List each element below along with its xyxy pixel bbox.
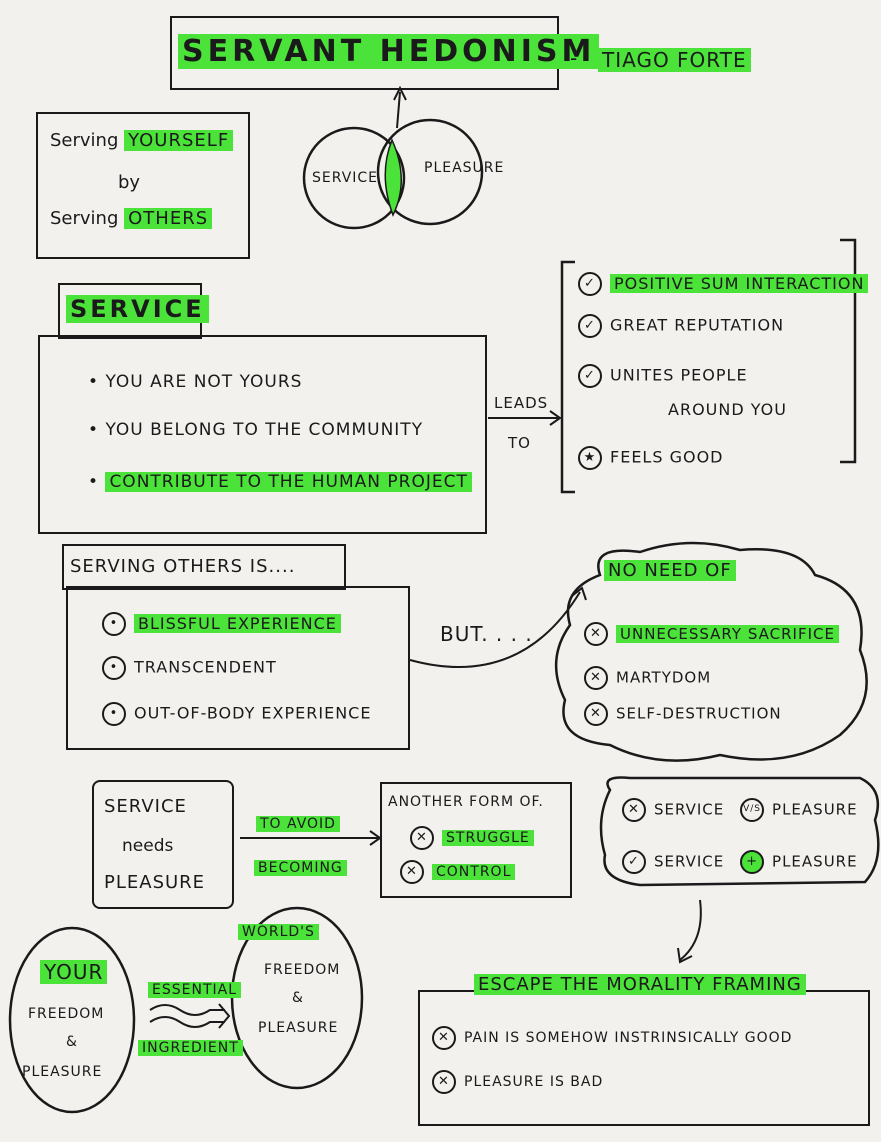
your-amp: & [66, 1034, 78, 1050]
cross-icon: ✕ [400, 860, 424, 884]
venn-circle-pleasure [376, 118, 484, 226]
service-heading: SERVICE [66, 295, 209, 323]
worlds-pleasure: PLEASURE [258, 1020, 339, 1036]
another-form-item: ✕STRUGGLE [410, 826, 534, 850]
venn-label-pleasure: PLEASURE [424, 160, 505, 176]
ingredient-label: INGREDIENT [138, 1040, 243, 1056]
check-icon: ✓ [578, 314, 602, 338]
but-label: BUT. . . . [440, 622, 533, 646]
service-bullet: • You BELONG TO THE COMMUNITY [88, 420, 424, 440]
venn-arrow [396, 91, 401, 129]
becoming-label: BECOMING [254, 860, 347, 876]
serving-others-box [66, 586, 410, 750]
cross-icon: ✕ [410, 826, 434, 850]
cross-icon: ✕ [432, 1026, 456, 1050]
outcome-item: ✓UNITES PEOPLE [578, 364, 748, 388]
escape-box [418, 990, 870, 1126]
escape-heading: ESCAPE THE MORALITY FRAMING [474, 974, 806, 995]
star-icon: ★ [578, 446, 602, 470]
serving-others-item: •BLISSFUL EXPERIENCE [102, 612, 341, 636]
to-label: TO [508, 434, 531, 452]
title-text: SERVANT HEDONISM [178, 34, 600, 69]
outcome-item: ★FEELS GOOD [578, 446, 723, 470]
others-highlight: OTHERS [124, 208, 213, 229]
cross-icon: ✕ [432, 1070, 456, 1094]
no-need-heading: NO NEED OF [604, 560, 736, 581]
yourself-highlight: YOURSELF [124, 130, 234, 151]
author: TIAGO FORTE [598, 48, 751, 72]
dot-icon: • [102, 612, 126, 636]
check-icon: ✓ [578, 272, 602, 296]
another-form-heading: ANOTHER FORM OF. [388, 794, 544, 810]
your-freedom: FREEDOM [28, 1006, 105, 1022]
outcome-item-continued: AROUND YOU [668, 400, 787, 419]
no-need-cloud [554, 541, 868, 762]
cross-icon: ✕ [584, 622, 608, 646]
escape-item: ✕PAIN IS SOMEHOW INSTRINSICALLY GOOD [432, 1026, 792, 1050]
another-form-item: ✕CONTROL [400, 860, 516, 884]
definition-box [36, 112, 250, 259]
outcome-item: ✓POSITIVE SUM INTERACTION [578, 272, 869, 296]
service-bullet: • CONTRIBUTE TO THE HUMAN PROJECT [88, 472, 472, 492]
definition-line-3: Serving OTHERS [50, 208, 213, 229]
no-need-item: ✕SELF-DESTRUCTION [584, 702, 782, 726]
dot-icon: • [102, 702, 126, 726]
leads-label: LEADS [494, 394, 549, 412]
page-title: SERVANT HEDONISM [178, 34, 600, 69]
cross-icon: ✕ [584, 666, 608, 690]
dot-icon: • [102, 656, 126, 680]
worlds-amp: & [292, 990, 304, 1006]
needs-box [92, 780, 234, 909]
venn-circle-service [302, 126, 406, 230]
venn-overlap [384, 138, 402, 217]
avoid-label: to AVOID [256, 816, 340, 832]
cross-icon: ✕ [584, 702, 608, 726]
needs-line-1: SERVICE [104, 796, 187, 817]
definition-line-1: Serving YOURSELF [50, 130, 234, 151]
no-need-item: ✕UNNECESSARY SACRIFICE [584, 622, 839, 646]
another-form-box [380, 782, 572, 898]
your-label: YOUR [40, 960, 108, 984]
cross-icon: ✕ [622, 798, 646, 822]
plus-icon: + [740, 850, 765, 874]
serving-others-heading: SERVING OTHERS IS.... [70, 556, 296, 577]
no-need-item: ✕MARTYDOM [584, 666, 711, 690]
plus-row: ✓SERVICE +PLEASURE [622, 850, 858, 874]
service-bullet: • You ARE NOT YOURS [88, 372, 303, 392]
escape-item: ✕PLEASURE IS BAD [432, 1070, 603, 1094]
title-dash: - [570, 46, 579, 70]
serving-others-item: •TRANSCENDENT [102, 656, 277, 680]
needs-line-3: PLEASURE [104, 872, 206, 893]
author-text: TIAGO FORTE [598, 48, 751, 72]
check-icon: ✓ [578, 364, 602, 388]
worlds-freedom: FREEDOM [264, 962, 341, 978]
needs-line-2: needs [122, 836, 174, 856]
worlds-label: WORLD'S [238, 924, 319, 940]
serving-others-item: •OUT-OF-BODY EXPERIENCE [102, 702, 371, 726]
versus-icon: V/S [740, 798, 765, 822]
serving-others-heading-box [62, 544, 346, 590]
but-arrow [409, 591, 581, 668]
definition-by: by [118, 172, 141, 193]
your-pleasure: PLEASURE [22, 1064, 103, 1080]
service-box [38, 335, 487, 534]
your-circle [8, 926, 136, 1114]
essential-label: ESSENTIAL [148, 982, 241, 998]
check-icon: ✓ [622, 850, 646, 874]
outcome-item: ✓GREAT REPUTATION [578, 314, 784, 338]
worlds-circle [230, 906, 364, 1090]
venn-label-service: SERVICE [312, 170, 379, 186]
